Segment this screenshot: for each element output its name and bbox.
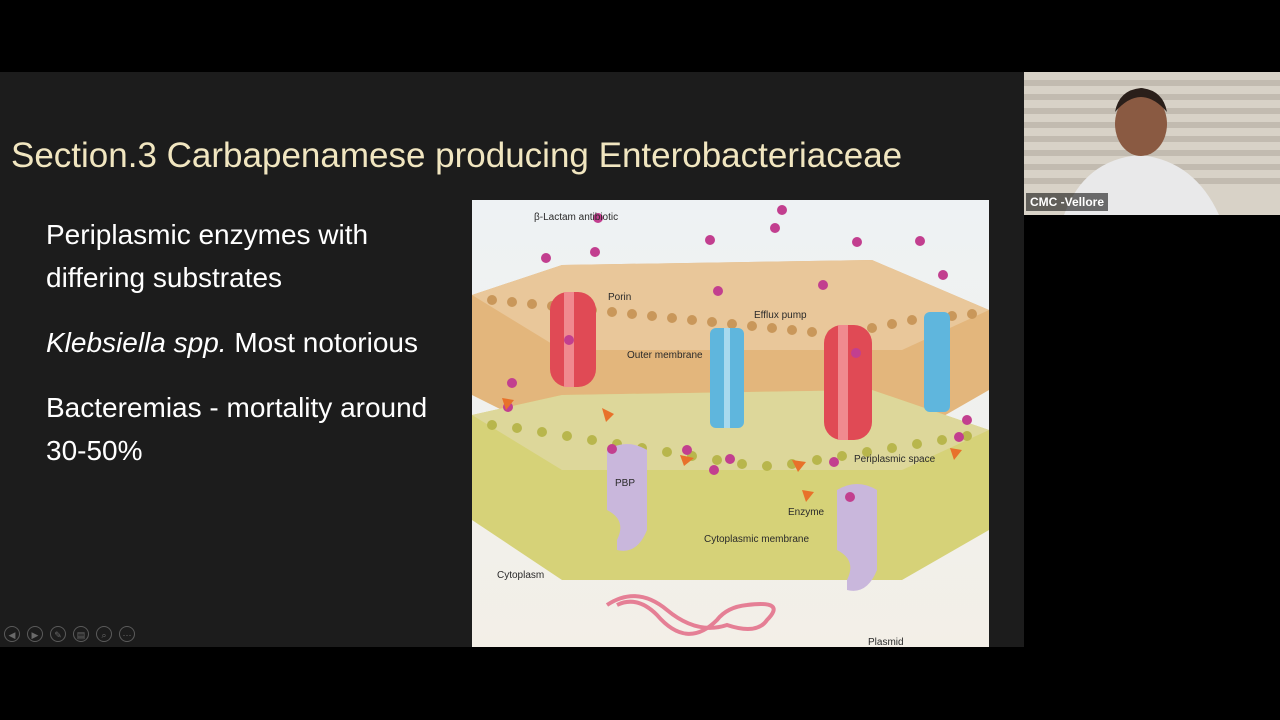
next-icon[interactable]: ▶ [27, 626, 43, 642]
svg-text:β-Lactam antibiotic: β-Lactam antibiotic [534, 212, 618, 223]
previous-icon[interactable]: ◀ [4, 626, 20, 642]
svg-text:Cytoplasmic membrane: Cytoplasmic membrane [704, 534, 809, 545]
bullet-item: Klebsiella spp. Most notorious [46, 327, 418, 358]
bullet-item: Periplasmic enzymes with differing subst… [46, 219, 369, 293]
svg-text:Periplasmic space: Periplasmic space [854, 454, 936, 465]
svg-text:Outer membrane: Outer membrane [627, 350, 703, 361]
membrane-diagram: β-Lactam antibiotic Porin Efflux pump Ou… [472, 200, 989, 647]
svg-text:PBP: PBP [615, 478, 635, 489]
webcam-feed: CMC -Vellore [1024, 72, 1280, 215]
bullet-item: Bacteremias - mortality around 30-50% [46, 392, 428, 466]
more-icon[interactable]: ⋯ [119, 626, 135, 642]
presentation-slide: Section.3 Carbapenamese producing Entero… [0, 72, 1024, 647]
webcam-video [1024, 72, 1280, 215]
bullet-list: Periplasmic enzymes with differing subst… [46, 213, 446, 494]
svg-text:Enzyme: Enzyme [788, 507, 825, 518]
pen-icon[interactable]: ✎ [50, 626, 66, 642]
membrane-diagram-illustration: β-Lactam antibiotic Porin Efflux pump Ou… [472, 200, 989, 647]
svg-text:Porin: Porin [608, 292, 631, 303]
slides-icon[interactable]: ▤ [73, 626, 89, 642]
zoom-icon[interactable]: ⌕ [96, 626, 112, 642]
svg-text:Plasmid: Plasmid [868, 637, 904, 647]
svg-text:Efflux pump: Efflux pump [754, 310, 807, 321]
participant-name: CMC -Vellore [1026, 193, 1109, 211]
slide-toolbar: ◀ ▶ ✎ ▤ ⌕ ⋯ [4, 626, 135, 642]
svg-text:Cytoplasm: Cytoplasm [497, 570, 544, 581]
slide-title: Section.3 Carbapenamese producing Entero… [11, 136, 903, 175]
